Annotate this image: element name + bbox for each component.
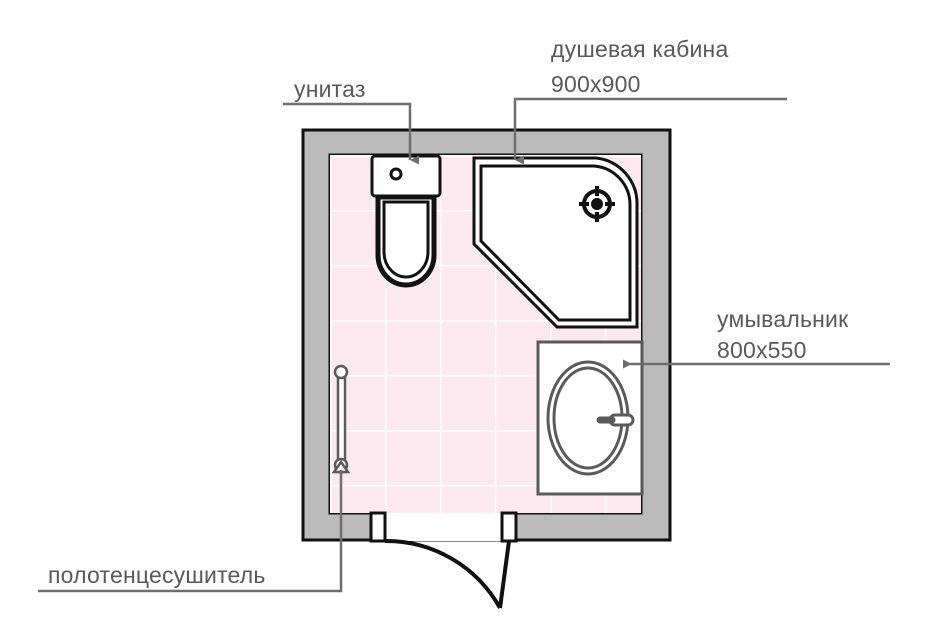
toilet-fixture <box>370 154 442 288</box>
annotation-washbasin-dimensions: 800x550 <box>717 337 807 363</box>
annotation-shower-leader <box>513 97 787 165</box>
drain-icon <box>579 186 615 222</box>
door-leaf <box>498 540 511 609</box>
annotation-washbasin-label: умывальник <box>717 306 849 332</box>
door-opening <box>371 513 516 541</box>
annotation-towel-warmer-leader <box>38 470 343 593</box>
towel-warmer-body <box>336 373 347 474</box>
annotation-washbasin: умывальник 800x550 <box>623 306 890 369</box>
door-assembly <box>369 511 518 609</box>
annotation-towel-warmer-label: полотенцесушитель <box>48 562 266 588</box>
annotation-toilet-label: унитаз <box>294 76 366 102</box>
toilet-bowl-inner <box>382 200 430 279</box>
door-jamb-left <box>369 511 387 543</box>
door-swing-arc <box>384 538 502 609</box>
annotation-shower-label: душевая кабина <box>551 36 728 62</box>
faucet-icon <box>596 413 635 427</box>
annotation-towel-warmer: полотенцесушитель <box>38 470 343 593</box>
toilet-flush-button <box>389 167 403 181</box>
towel-warmer-top-fitting <box>333 364 349 380</box>
towel-warmer-fixture <box>331 364 351 474</box>
annotation-toilet-leader <box>283 102 419 165</box>
toilet-cistern <box>370 154 442 198</box>
shower-tray-fixture <box>472 156 639 329</box>
annotation-shower-dimensions: 900x900 <box>551 71 641 97</box>
annotation-toilet: унитаз <box>283 76 419 165</box>
door-jamb-right <box>500 511 518 543</box>
annotation-shower: душевая кабина 900x900 <box>513 36 787 165</box>
